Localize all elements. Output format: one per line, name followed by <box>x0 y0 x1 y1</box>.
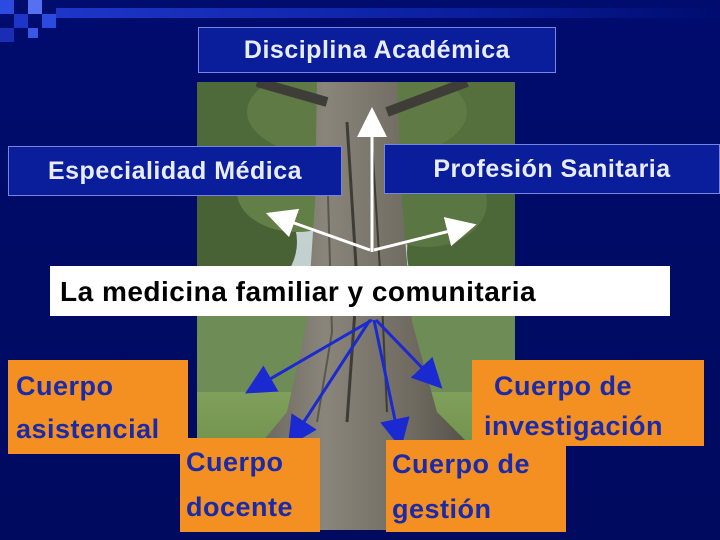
cuerpo-gestion-line2: gestión <box>392 494 492 524</box>
profesion-sanitaria-box: Profesión Sanitaria <box>384 144 720 194</box>
cuerpo-docente-line1: Cuerpo <box>186 447 284 477</box>
cuerpo-docente-line2: docente <box>186 492 294 522</box>
cuerpo-gestion-box: Cuerpo de gestión <box>386 440 566 532</box>
disciplina-academica-box: Disciplina Académica <box>198 27 556 73</box>
cuerpo-gestion-line1: Cuerpo de <box>392 449 531 479</box>
especialidad-medica-box: Especialidad Médica <box>8 146 342 196</box>
top-decorative-band <box>56 8 720 18</box>
cuerpo-investigacion-line2: investigación <box>484 411 664 441</box>
cuerpo-asistencial-box: Cuerpo asistencial <box>8 360 188 454</box>
cuerpo-asistencial-line2: asistencial <box>16 414 160 444</box>
cuerpo-investigacion-box: Cuerpo de investigación <box>472 360 704 446</box>
cuerpo-asistencial-line1: Cuerpo <box>16 371 114 401</box>
medicina-familiar-box: La medicina familiar y comunitaria <box>50 266 670 316</box>
cuerpo-investigacion-line1: Cuerpo de <box>494 371 633 401</box>
corner-squares-decoration <box>0 0 60 44</box>
cuerpo-docente-box: Cuerpo docente <box>180 438 320 532</box>
